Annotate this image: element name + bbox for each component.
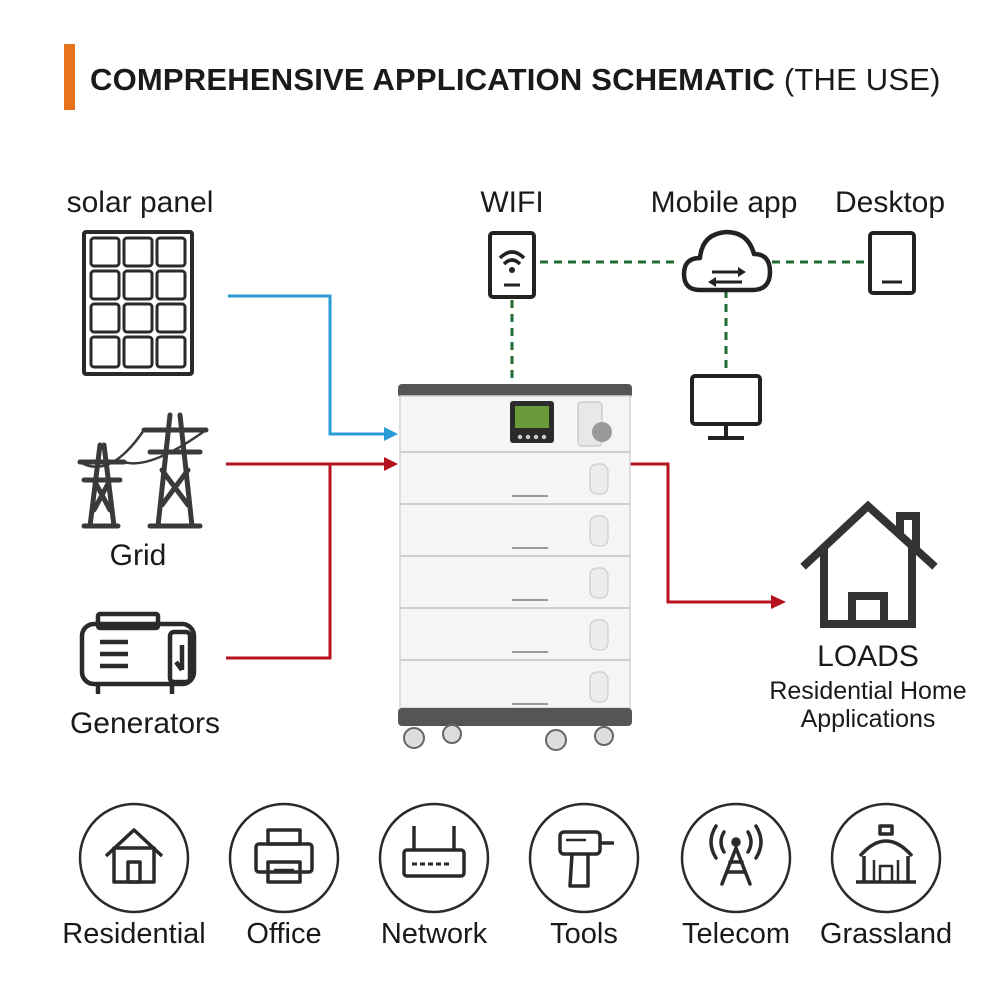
- application-label-network: Network: [380, 918, 488, 950]
- tools-circle: [528, 802, 640, 914]
- yurt-icon: [856, 824, 916, 884]
- telecom-circle: [680, 802, 792, 914]
- house-icon: [104, 828, 164, 884]
- load-arrow: [771, 595, 786, 609]
- solar-panel-icon: [82, 230, 194, 376]
- solar-panel-label: solar panel: [66, 186, 214, 219]
- mobile-app-label: Mobile app: [650, 186, 798, 219]
- wifi-device-icon: [488, 231, 536, 299]
- title-accent-bar: [64, 44, 75, 110]
- generators-label: Generators: [69, 707, 221, 740]
- grid-tower-icon: [77, 412, 209, 529]
- monitor-icon: [690, 374, 762, 440]
- loads-house-icon: [800, 500, 938, 628]
- application-label-grassland: Grassland: [819, 918, 953, 950]
- router-icon: [402, 826, 466, 878]
- grassland-circle: [830, 802, 942, 914]
- solar-arrow: [384, 427, 398, 441]
- desktop-device-icon: [868, 231, 916, 295]
- application-label-residential: Residential: [62, 918, 206, 950]
- office-circle: [228, 802, 340, 914]
- solar-connection-line: [228, 294, 392, 436]
- page-title: COMPREHENSIVE APPLICATION SCHEMATIC (THE…: [90, 62, 941, 97]
- generator-connection-line: [226, 464, 332, 660]
- grid-label: Grid: [109, 539, 167, 572]
- battery-cabinet: [398, 384, 632, 751]
- load-connection-line: [628, 462, 778, 604]
- cloud-icon: [681, 229, 773, 293]
- drill-icon: [558, 830, 614, 888]
- loads-line1: Residential Home: [769, 677, 967, 705]
- wifi-label: WIFI: [480, 186, 544, 219]
- generator-icon: [79, 611, 197, 694]
- loads-line2: Applications: [800, 705, 936, 733]
- grid-arrow: [384, 457, 398, 471]
- desktop-label: Desktop: [834, 186, 946, 219]
- network-circle: [378, 802, 490, 914]
- application-label-telecom: Telecom: [682, 918, 790, 950]
- residential-circle: [78, 802, 190, 914]
- antenna-icon: [709, 824, 763, 886]
- application-label-tools: Tools: [550, 918, 618, 950]
- printer-icon: [254, 828, 314, 884]
- loads-title: LOADS: [817, 640, 919, 673]
- application-label-office: Office: [246, 918, 322, 950]
